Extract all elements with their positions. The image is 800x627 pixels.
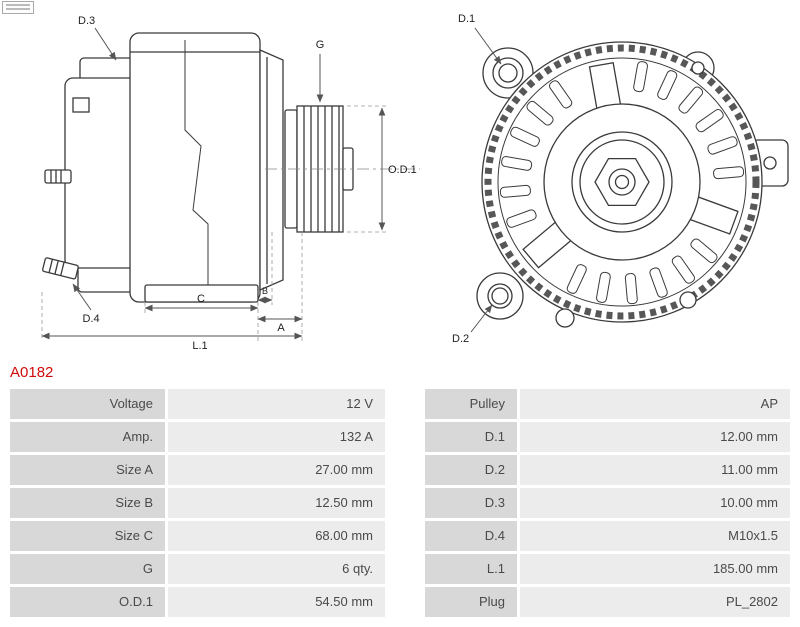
spec-value: M10x1.5 (520, 521, 790, 551)
spec-value: 185.00 mm (520, 554, 790, 584)
label-a: A (277, 322, 285, 334)
spec-value: 12 V (168, 389, 385, 419)
spec-label: Size C (10, 521, 165, 551)
alternator-front-view-drawing: D.1 D.2 (452, 13, 789, 345)
spec-label: O.D.1 (10, 587, 165, 617)
mounting-holes (487, 57, 777, 328)
spec-label: Size B (10, 488, 165, 518)
spec-label: Size A (10, 455, 165, 485)
label-d4: D.4 (82, 313, 99, 325)
column-spacer (388, 488, 422, 518)
vent-slots (499, 61, 745, 305)
column-spacer (388, 587, 422, 617)
spec-label: Pulley (425, 389, 517, 419)
d4-bolt (42, 257, 79, 280)
front-dimension-lines (470, 27, 502, 333)
spec-value: 27.00 mm (168, 455, 385, 485)
column-spacer (388, 422, 422, 452)
spec-value: PL_2802 (520, 587, 790, 617)
spec-label: Plug (425, 587, 517, 617)
technical-drawing-area: D.3 G O.D.1 C B A L.1 D.4 (41, 13, 789, 352)
label-b: B (262, 286, 268, 296)
spec-label: Amp. (10, 422, 165, 452)
label-c: C (197, 293, 205, 305)
spec-value: 10.00 mm (520, 488, 790, 518)
hub (543, 103, 701, 261)
column-spacer (388, 389, 422, 419)
corner-artifact (2, 1, 34, 14)
front-view-part-outline (476, 41, 789, 328)
spec-value: 11.00 mm (520, 455, 790, 485)
spec-value: 6 qty. (168, 554, 385, 584)
spec-value: 12.00 mm (520, 422, 790, 452)
spec-label: D.1 (425, 422, 517, 452)
label-d1: D.1 (458, 13, 475, 25)
spec-value: 68.00 mm (168, 521, 385, 551)
dimension-lines (41, 27, 386, 340)
spec-table: Voltage 12 V Pulley AP Amp. 132 A D.1 12… (10, 389, 790, 617)
spec-value: 132 A (168, 422, 385, 452)
spec-label: G (10, 554, 165, 584)
spec-label: Voltage (10, 389, 165, 419)
extension-lines (41, 105, 389, 341)
column-spacer (388, 455, 422, 485)
alternator-side-view-drawing: D.3 G O.D.1 C B A L.1 D.4 (41, 15, 420, 352)
spec-value: 12.50 mm (168, 488, 385, 518)
label-d2: D.2 (452, 333, 469, 345)
label-g: G (316, 39, 325, 51)
side-view-part-outline (42, 32, 354, 303)
spec-value: AP (520, 389, 790, 419)
label-d3: D.3 (78, 15, 95, 27)
column-spacer (388, 521, 422, 551)
spec-label: D.3 (425, 488, 517, 518)
label-od1: O.D.1 (388, 164, 417, 176)
fin-teeth-ring (484, 44, 760, 320)
spec-value: 54.50 mm (168, 587, 385, 617)
column-spacer (388, 554, 422, 584)
spec-label: L.1 (425, 554, 517, 584)
spec-label: D.4 (425, 521, 517, 551)
label-l1: L.1 (192, 340, 207, 352)
part-number: A0182 (10, 364, 54, 381)
spec-label: D.2 (425, 455, 517, 485)
